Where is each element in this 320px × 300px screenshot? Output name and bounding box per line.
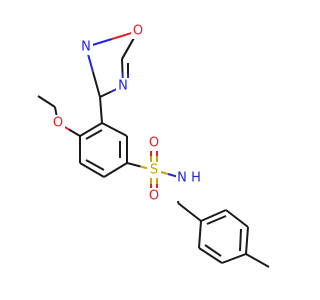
methoxy-oxygen-label: O (53, 116, 63, 131)
bond-tolyl-4 (221, 253, 247, 264)
bond-ring5-n-c-end (121, 58, 124, 73)
bond-tolyl-1 (200, 209, 227, 222)
sulfonamide-nitrogen: N H (176, 170, 204, 201)
bond-tolyl-6 (198, 220, 202, 249)
molecule-structure: O N N O S O O N H (37, 23, 270, 268)
bond-ring5-n-c-double-end (92, 71, 101, 98)
oxadiazole-nitrogen-right-label: N (118, 79, 128, 94)
bond-benzene-1 (101, 122, 128, 137)
bond-tolyl-2 (225, 209, 249, 228)
oxadiazole-oxygen-label: O (133, 24, 143, 39)
bond-benzene-inner-2 (85, 159, 105, 171)
bond-tolyl-inner-3 (204, 244, 222, 257)
bond-tolyl-inner-1 (206, 215, 227, 225)
bond-methyl-tail (37, 95, 56, 108)
bond-methoxy-methyl-end (54, 106, 58, 116)
bond-oxadiazole-methyl (121, 37, 135, 60)
bond-tolyl-inner-2 (239, 228, 242, 252)
sulfonyl-oxygen-bottom: O (147, 188, 161, 204)
bond-benzene-methoxy-o-start (68, 128, 81, 137)
oxadiazole-nitrogen-left-label: N (81, 40, 91, 55)
oxadiazole-nitrogen-left: N (79, 39, 93, 55)
sulfonyl-oxygen-top-label: O (149, 136, 159, 151)
bond-ring5-c-n-right-start (99, 90, 112, 98)
bond-benzene-4 (79, 162, 105, 178)
sulfonyl-oxygen-top: O (147, 135, 161, 151)
oxadiazole-nitrogen-right: N (116, 78, 130, 94)
bond-benzene-3 (103, 162, 128, 178)
sulfonyl-sulfur-label: S (150, 163, 158, 178)
sulfonamide-hydrogen-label: H (191, 171, 201, 186)
sulfonyl-oxygen-bottom-label: O (149, 189, 159, 204)
bond-benzene-6 (79, 122, 103, 137)
sulfonamide-nitrogen-label: N (177, 171, 187, 186)
bond-ch2-aryl (177, 202, 202, 222)
methoxy-oxygen: O (51, 115, 65, 131)
bond-tolyl-methyl (245, 253, 270, 268)
bond-tolyl-5 (198, 247, 223, 264)
atom-label-layer: O N N O S O O N H (51, 23, 204, 204)
sulfonyl-sulfur: S (147, 162, 161, 178)
bond-oxadiazole-benzene (99, 96, 103, 124)
oxadiazole-oxygen: O (131, 23, 145, 39)
bond-benzene-sulfur-start (126, 162, 141, 168)
bond-benzene-inner-3 (85, 129, 103, 140)
bond-tolyl-3 (245, 226, 249, 255)
bond-layer (37, 30, 270, 268)
